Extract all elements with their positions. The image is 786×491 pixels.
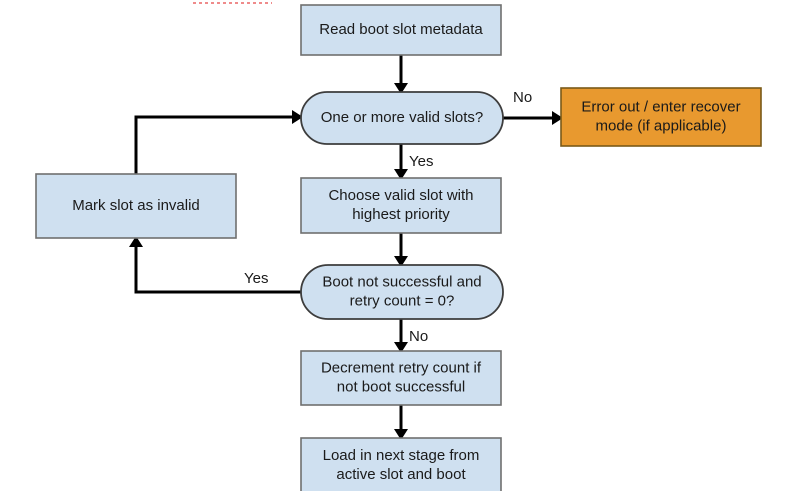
node-choose-valid-slot-highest-priority-label-1: highest priority [352,206,450,223]
node-error-out-enter-recover-mode-label-0: Error out / enter recover [581,98,740,115]
edge-valid-slots-yes-to-choose-arrowhead [394,169,408,180]
node-load-next-stage-active-slot-label-1: active slot and boot [336,466,466,483]
edge-boot-check-yes-to-mark-invalid-arrowhead [129,236,143,247]
node-mark-slot-as-invalid-label-0: Mark slot as invalid [72,197,200,214]
edge-metadata-to-valid-slots-arrowhead [394,83,408,94]
edge-choose-to-boot-check-arrowhead [394,256,408,267]
edge-valid-slots-no-to-error: No [503,89,563,125]
edge-choose-to-boot-check [394,233,408,267]
node-mark-slot-as-invalid-shape[interactable] [35,173,237,239]
node-mark-slot-as-invalid[interactable]: Mark slot as invalid [35,173,237,239]
node-decrement-retry-count[interactable]: Decrement retry count if not boot success… [300,350,502,406]
node-one-or-more-valid-slots-label-0: One or more valid slots? [321,109,484,126]
edge-mark-invalid-to-valid-slots [134,110,303,174]
edge-valid-slots-no-to-error-arrowhead [552,111,563,125]
edge-boot-check-no-to-decrement-label: No [409,328,428,345]
node-load-next-stage-active-slot-shape[interactable] [300,437,502,491]
node-one-or-more-valid-slots[interactable]: One or more valid slots? [300,91,504,145]
node-error-out-enter-recover-mode-label-1: mode (if applicable) [596,117,727,134]
node-load-next-stage-active-slot-label-0: Load in next stage from [323,447,480,464]
edge-boot-check-yes-to-mark-invalid-line [134,246,301,294]
edge-decrement-to-load-next-stage [394,405,408,440]
edge-decrement-to-load-next-stage-arrowhead [394,429,408,440]
node-load-next-stage-active-slot[interactable]: Load in next stage from active slot and b… [300,437,502,491]
node-decrement-retry-count-label-1: not boot successful [337,378,465,395]
edge-mark-invalid-to-valid-slots-arrowhead [292,110,303,124]
node-boot-not-successful-retry-zero[interactable]: Boot not successful and retry count = 0? [300,264,504,320]
node-error-out-enter-recover-mode[interactable]: Error out / enter recover mode (if applic… [560,87,762,147]
edge-mark-invalid-to-valid-slots-line [134,115,293,174]
edge-boot-check-yes-to-mark-invalid-label: Yes [244,270,268,287]
edge-boot-check-no-to-decrement-arrowhead [394,342,408,353]
node-read-boot-slot-metadata-shape[interactable] [300,4,502,56]
node-boot-not-successful-retry-zero-label-0: Boot not successful and [322,273,481,290]
edge-boot-check-no-to-decrement: No [394,319,428,353]
edge-valid-slots-no-to-error-label: No [513,89,532,106]
node-choose-valid-slot-highest-priority-label-0: Choose valid slot with [328,187,473,204]
edge-valid-slots-yes-to-choose: Yes [394,144,433,180]
edge-valid-slots-yes-to-choose-label: Yes [409,153,433,170]
node-boot-not-successful-retry-zero-label-1: retry count = 0? [350,292,455,309]
node-decrement-retry-count-label-0: Decrement retry count if [321,359,482,376]
node-one-or-more-valid-slots-shape[interactable] [300,91,504,145]
node-choose-valid-slot-highest-priority-shape[interactable] [300,177,502,234]
edge-boot-check-yes-to-mark-invalid: Yes [129,236,301,294]
edge-metadata-to-valid-slots [394,55,408,94]
node-error-out-enter-recover-mode-shape[interactable] [560,87,762,147]
node-boot-not-successful-retry-zero-shape[interactable] [300,264,504,320]
node-choose-valid-slot-highest-priority[interactable]: Choose valid slot with highest priority [300,177,502,234]
node-decrement-retry-count-shape[interactable] [300,350,502,406]
node-read-boot-slot-metadata[interactable]: Read boot slot metadata [300,4,502,56]
node-read-boot-slot-metadata-label-0: Read boot slot metadata [319,21,483,38]
